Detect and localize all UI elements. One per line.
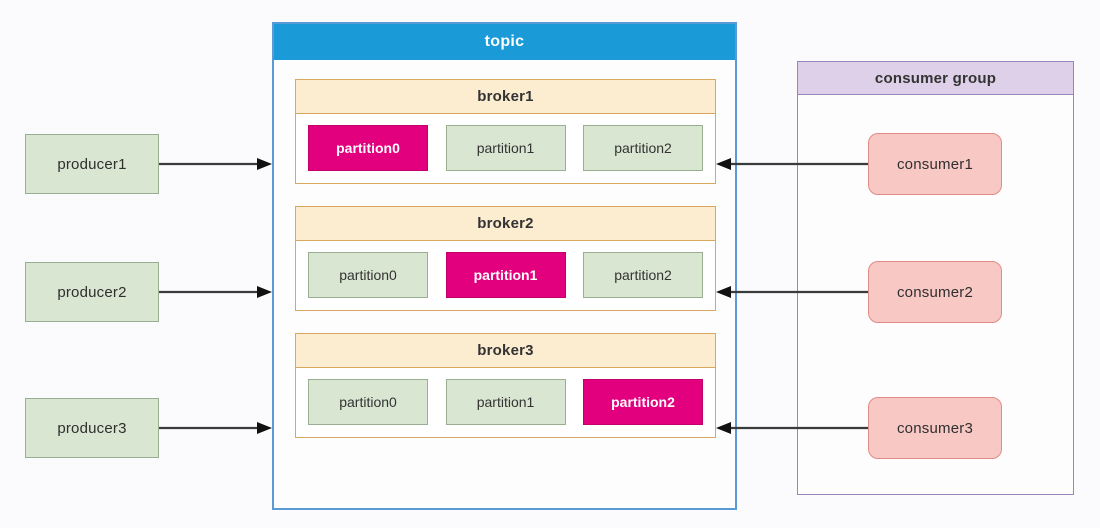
broker-header-3: broker3 xyxy=(296,334,715,368)
consumer-group-title: consumer group xyxy=(874,69,997,87)
partition-b2-p2[interactable]: partition2 xyxy=(583,252,703,298)
partition-b3-p1[interactable]: partition1 xyxy=(445,379,566,425)
partition-b2-p0[interactable]: partition0 xyxy=(308,252,428,298)
consumer-node-3[interactable]: consumer3 xyxy=(868,397,1002,459)
consumer-node-2[interactable]: consumer2 xyxy=(868,261,1002,323)
consumer-label-1: consumer1 xyxy=(896,155,973,173)
producer-to-topic-arrow-1 xyxy=(159,158,272,170)
producer-to-topic-arrow-2 xyxy=(159,286,272,298)
broker-partitions-3: partition0 partition1 partition2 xyxy=(296,368,715,437)
producer-to-topic-arrow-3 xyxy=(159,422,272,434)
producer-node-1[interactable]: producer1 xyxy=(25,134,159,194)
partition-label-b3-p1: partition1 xyxy=(476,394,535,410)
producer-node-2[interactable]: producer2 xyxy=(25,262,159,322)
broker-partitions-1: partition0 partition1 partition2 xyxy=(296,114,715,183)
broker-partitions-2: partition0 partition1 partition2 xyxy=(296,241,715,310)
partition-b2-p1[interactable]: partition1 xyxy=(445,252,566,298)
partition-b3-p0[interactable]: partition0 xyxy=(308,379,428,425)
broker-node-1[interactable]: broker1 partition0 partition1 partition2 xyxy=(295,79,716,184)
broker-header-1: broker1 xyxy=(296,80,715,114)
broker-label-2: broker2 xyxy=(477,215,534,232)
partition-b1-p2[interactable]: partition2 xyxy=(583,125,703,171)
broker-node-2[interactable]: broker2 partition0 partition1 partition2 xyxy=(295,206,716,311)
partition-b3-p2[interactable]: partition2 xyxy=(583,379,703,425)
partition-label-b3-p0: partition0 xyxy=(339,394,397,410)
partition-label-b1-p2: partition2 xyxy=(614,140,672,156)
consumer-label-3: consumer3 xyxy=(896,419,973,437)
producer-label-1: producer1 xyxy=(57,155,127,173)
topic-header: topic xyxy=(274,24,735,60)
partition-label-b1-p1: partition1 xyxy=(476,140,535,156)
partition-label-b2-p2: partition2 xyxy=(614,267,672,283)
broker-label-1: broker1 xyxy=(477,88,534,105)
broker-label-3: broker3 xyxy=(477,342,534,359)
producer-label-3: producer3 xyxy=(57,419,127,437)
partition-label-b3-p2: partition2 xyxy=(611,394,675,410)
topic-title: topic xyxy=(484,33,525,50)
partition-label-b1-p0: partition0 xyxy=(336,140,400,156)
partition-b1-p0[interactable]: partition0 xyxy=(308,125,428,171)
consumer-group-header: consumer group xyxy=(798,62,1073,95)
broker-node-3[interactable]: broker3 partition0 partition1 partition2 xyxy=(295,333,716,438)
producer-node-3[interactable]: producer3 xyxy=(25,398,159,458)
consumer-label-2: consumer2 xyxy=(896,283,973,301)
topic-container: topic broker1 partition0 partition1 part… xyxy=(272,22,737,510)
partition-b1-p1[interactable]: partition1 xyxy=(445,125,566,171)
partition-label-b2-p0: partition0 xyxy=(339,267,397,283)
topic-body: broker1 partition0 partition1 partition2 xyxy=(274,60,735,438)
partition-label-b2-p1: partition1 xyxy=(473,267,538,283)
producer-label-2: producer2 xyxy=(57,283,127,301)
broker-header-2: broker2 xyxy=(296,207,715,241)
consumer-node-1[interactable]: consumer1 xyxy=(868,133,1002,195)
